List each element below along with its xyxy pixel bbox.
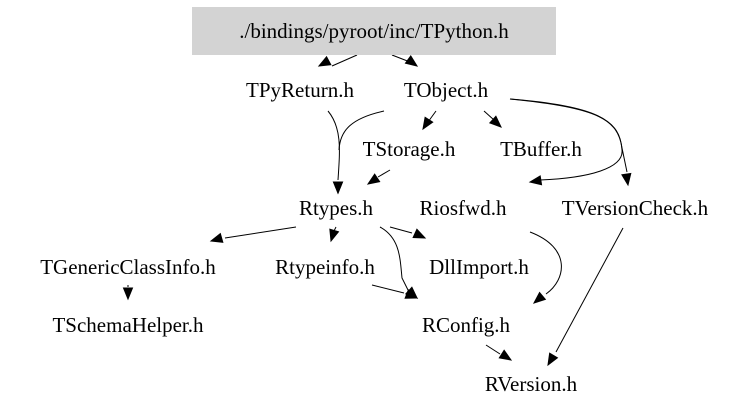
edge-rtypes-to-rconfig [379, 226, 418, 299]
node-rtypeinfo[interactable]: Rtypeinfo.h [275, 255, 375, 279]
arrowhead-icon [404, 54, 419, 67]
arrowhead-icon [498, 349, 513, 361]
arrowhead-icon [404, 288, 419, 299]
node-tschemahelper[interactable]: TSchemaHelper.h [52, 313, 204, 337]
edge-line [529, 231, 562, 295]
node-tpython[interactable]: ./bindings/pyroot/inc/TPython.h [192, 7, 556, 55]
node-tstorage[interactable]: TStorage.h [363, 137, 456, 161]
node-dllimport[interactable]: DllImport.h [429, 255, 529, 279]
root-node-box [192, 7, 556, 55]
arrowhead-icon [422, 116, 434, 131]
arrowhead-icon [547, 352, 559, 367]
edge-tversioncheck-to-rversion [547, 227, 624, 367]
edge-line [377, 169, 391, 178]
arrowhead-icon [621, 172, 632, 187]
edge-line [371, 284, 405, 294]
node-riosfwd[interactable]: Riosfwd.h [420, 196, 507, 220]
arrowhead-icon [488, 115, 502, 128]
edge-tstorage-to-rtypes [366, 169, 391, 185]
edge-tobject-to-tversioncheck [509, 98, 632, 187]
edge-tobject-to-rtypes [332, 110, 385, 195]
edge-line [224, 226, 297, 239]
edge-line [509, 98, 628, 173]
edge-rtypes-to-dllimport [389, 226, 427, 239]
arrowhead-icon [209, 232, 224, 243]
edge-rtypes-to-rtypeinfo [329, 226, 340, 243]
edge-rtypeinfo-to-rconfig [371, 284, 419, 299]
arrowhead-icon [332, 181, 344, 195]
edge-rtypes-to-tgenericclassinfo [209, 226, 297, 243]
arrowhead-icon [122, 287, 134, 301]
edge-tpyreturn-to-rtypes [327, 110, 344, 195]
edge-riosfwd-to-rconfig [529, 231, 562, 304]
edge-tgenericclassinfo-to-tschemahelper [122, 285, 134, 301]
node-rconfig[interactable]: RConfig.h [422, 313, 511, 337]
arrowhead-icon [532, 291, 547, 304]
edge-line [483, 110, 495, 121]
edge-tpython-to-tobject [391, 54, 419, 67]
edge-rconfig-to-rversion [485, 344, 513, 361]
node-rtypes[interactable]: Rtypes.h [299, 196, 374, 220]
edge-line [485, 344, 501, 355]
arrowhead-icon [366, 173, 381, 185]
edge-tpython-to-tpyreturn [317, 54, 358, 67]
edge-line [379, 226, 409, 291]
edges-layer [122, 54, 632, 367]
edge-line [327, 110, 340, 181]
edge-line [389, 226, 413, 234]
node-tgenericclassinfo[interactable]: TGenericClassInfo.h [40, 255, 216, 279]
arrowhead-icon [317, 55, 332, 67]
node-rversion[interactable]: RVersion.h [485, 372, 578, 396]
edge-tobject-to-tbuffer [483, 110, 502, 128]
node-tversioncheck[interactable]: TVersionCheck.h [562, 196, 709, 220]
arrowhead-icon [412, 228, 427, 239]
edge-line [555, 227, 624, 353]
arrowhead-icon [528, 175, 543, 186]
edge-tobject-to-tstorage [422, 110, 437, 131]
node-label-tpython: ./bindings/pyroot/inc/TPython.h [239, 19, 509, 43]
node-tbuffer[interactable]: TBuffer.h [500, 137, 582, 161]
edge-line [338, 110, 385, 151]
arrowhead-icon [329, 228, 340, 243]
node-tpyreturn[interactable]: TPyReturn.h [246, 78, 354, 102]
edge-line [331, 54, 358, 67]
node-tobject[interactable]: TObject.h [404, 78, 489, 102]
